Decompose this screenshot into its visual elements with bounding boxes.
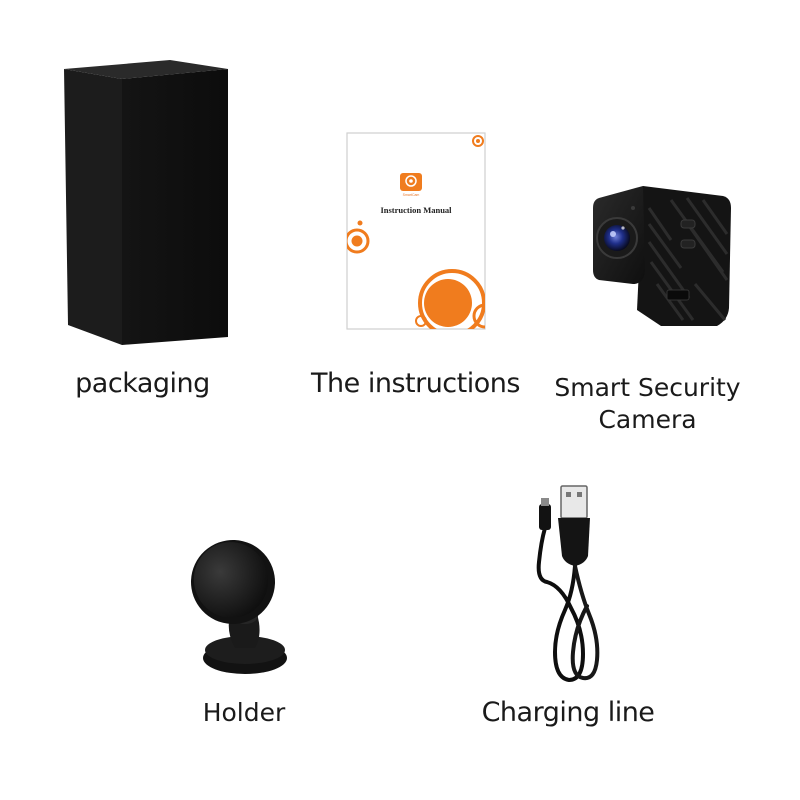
manual-title-text: Instruction Manual: [380, 205, 452, 215]
packaging-label: packaging: [75, 368, 210, 399]
instructions-label: The instructions: [311, 368, 520, 399]
instruction-manual-image: SmartCam Instruction Manual: [345, 131, 487, 331]
manual-brand-text: SmartCam: [403, 193, 420, 197]
packaging-box-image: [60, 55, 235, 350]
holder-image: [185, 530, 300, 680]
charging-cable-image: [525, 482, 615, 687]
security-camera-image: [585, 180, 735, 330]
charging-line-label: Charging line: [481, 697, 655, 728]
camera-label: Smart Security Camera: [554, 373, 741, 434]
holder-label: Holder: [202, 698, 286, 727]
